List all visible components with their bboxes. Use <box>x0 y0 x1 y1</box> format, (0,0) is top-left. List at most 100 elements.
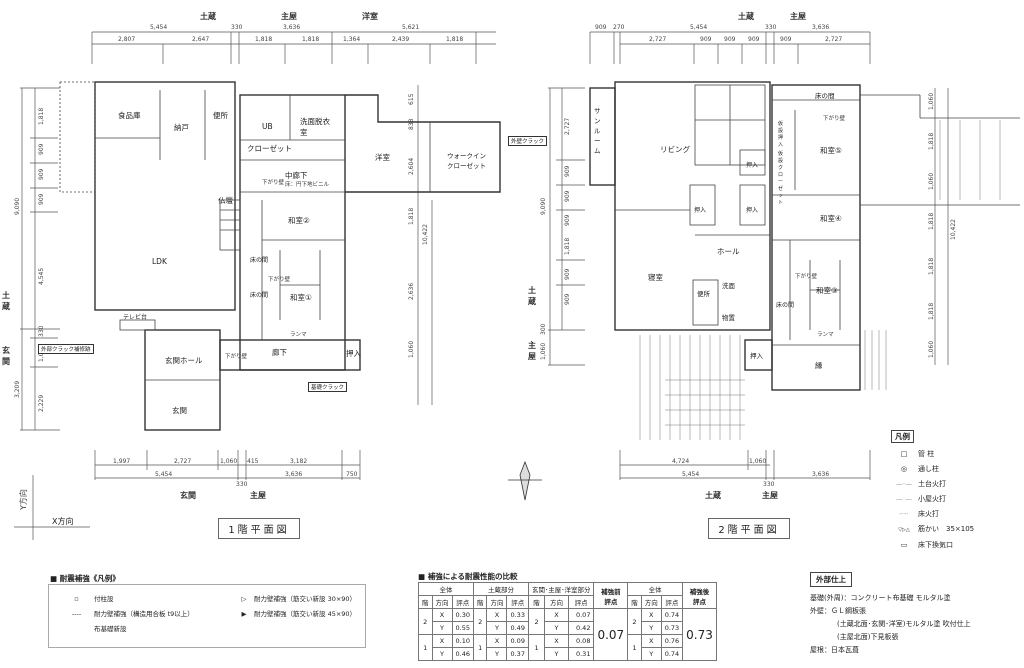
floor-cell: 2 <box>627 608 642 635</box>
legend-item: ▽▷△筋かい 35×105 <box>890 522 974 538</box>
room-unit-bath: UB <box>262 122 273 131</box>
room-altar: 仏壇 <box>218 196 233 205</box>
direction-cell: Y <box>640 621 662 635</box>
sub-header: 方向 <box>486 595 508 609</box>
direction-cell: Y <box>486 621 508 635</box>
dimension: 909 <box>38 168 45 180</box>
dimension: 2,439 <box>392 36 410 43</box>
dimension: 909 <box>564 165 571 177</box>
room-washitsu-4: 和室④ <box>820 214 842 223</box>
legend-label: 布基礎新設 <box>94 625 127 633</box>
dimension: 1,818 <box>302 36 320 43</box>
room-temporary-closet: 仮設クローゼット <box>778 151 784 206</box>
tv-stand: テレビ台 <box>123 314 148 321</box>
sill-brace-icon: —·— <box>895 480 913 488</box>
dimension: 330 <box>38 325 45 337</box>
score-cell: 0.55 <box>451 621 474 635</box>
room-corridor: 中廊下 <box>285 171 308 180</box>
room-hall: ホール <box>717 247 740 256</box>
room-tokonoma: 床の間 <box>250 292 269 299</box>
direction-cell: X <box>431 608 453 622</box>
exterior-title: 外部仕上 <box>810 572 852 587</box>
floor-cell: 2 <box>418 608 433 635</box>
post-icon: □ <box>900 450 908 458</box>
room-oshiire: 押入 <box>746 207 759 214</box>
dimension: 5,454 <box>155 471 173 478</box>
dimension: 909 <box>564 293 571 305</box>
direction-cell: Y <box>640 647 662 661</box>
dimension: 909 <box>564 214 571 226</box>
note: 下がり壁 <box>795 274 818 280</box>
dimension: 5,621 <box>402 24 420 31</box>
room-entrance-hall: 玄関ホール <box>165 356 203 365</box>
dimension: 909 <box>564 268 571 280</box>
room-oshiire: 押入 <box>694 207 707 214</box>
dimension: 3,636 <box>283 24 301 31</box>
score-before: 0.07 <box>593 608 629 661</box>
floor-cell: 2 <box>473 608 488 635</box>
dimension: 1,364 <box>343 36 361 43</box>
dimension: 2,727 <box>825 36 843 43</box>
exterior-line: (土蔵北面･玄関･洋室)モルタル塗 吹付仕上 <box>837 620 971 628</box>
dimension: 5,454 <box>150 24 168 31</box>
legend-item: 布基礎新設 <box>59 622 194 637</box>
legend-label: 小屋火打 <box>918 495 946 503</box>
roof-brace-icon: — — <box>895 495 913 503</box>
dimension: 10,422 <box>950 219 957 240</box>
new-post-icon: ▫ <box>74 595 79 603</box>
seismic-comparison-table: 全体 土蔵部分 玄関･主屋･洋室部分 補強前 評点 全体 補強後 評点 階方向評… <box>418 582 717 661</box>
score-cell: 0.30 <box>451 608 474 622</box>
room-toilet: 便所 <box>697 290 710 298</box>
dimension: 1,060 <box>408 340 415 358</box>
legend-label: 筋かい 35×105 <box>918 525 975 533</box>
dimension: 1,060 <box>928 92 935 110</box>
room-pantry: 食品庫 <box>118 111 141 120</box>
dimension: 2,229 <box>38 394 45 412</box>
direction-cell: X <box>544 634 569 648</box>
room-sunroom: サンルーム <box>594 107 601 155</box>
legend-label: 通し柱 <box>918 465 939 473</box>
dimension: 3,636 <box>812 471 830 478</box>
vent-icon: ▭ <box>900 541 908 549</box>
exterior-line: 外壁：ＧＬ鋼板張 <box>810 607 866 615</box>
direction-cell: Y <box>431 621 453 635</box>
room-bedroom: 寝室 <box>648 273 663 282</box>
direction-cell: X <box>486 634 508 648</box>
dimension: 5,454 <box>690 24 708 31</box>
direction-label-western: 洋室 <box>362 12 378 21</box>
floor-cell: 1 <box>473 634 488 661</box>
room-oshiire: 押入 <box>346 349 361 358</box>
dimension: 909 <box>595 24 607 31</box>
direction-label-dozo: 土蔵 <box>528 286 536 306</box>
dimension: 9,090 <box>14 197 21 215</box>
legend-item: ▶耐力壁補強（筋交い新設 45×90） <box>234 607 357 622</box>
axis-label-y: Y方向 <box>19 489 28 510</box>
score-cell: 0.31 <box>567 647 595 661</box>
dimension: 909 <box>38 193 45 205</box>
dimension: 1,060 <box>928 340 935 358</box>
dimension: 330 <box>236 481 248 488</box>
legend-label: 付柱設 <box>94 595 114 603</box>
dimension: 909 <box>724 36 736 43</box>
direction-cell: X <box>640 634 662 648</box>
sub-header: 階 <box>473 595 488 609</box>
direction-label-dozo: 土蔵 <box>738 12 754 21</box>
room-washitsu-1: 和室① <box>290 293 312 302</box>
legend-item: ◎ 通し柱 <box>890 462 974 477</box>
reinforcement-legend-title: ■ 耐震補強《凡例》 <box>50 574 120 583</box>
dimension: 838 <box>408 118 415 130</box>
legend-item: ▷耐力壁補強（筋交い新設 30×90） <box>234 592 357 607</box>
room-tokonoma: 床の間 <box>250 257 269 264</box>
through-post-icon: ◎ <box>900 465 908 473</box>
room-walk-in-closet: ウォークイン クローゼット <box>447 152 486 170</box>
direction-label-omoya: 主屋 <box>250 491 266 500</box>
direction-label-omoya: 主屋 <box>762 491 778 500</box>
room-engawa: 縁 <box>815 361 823 370</box>
legend-item: □管 柱 <box>890 447 974 462</box>
group-header: 玄関･主屋･洋室部分 <box>527 582 595 596</box>
crack-tag: 外壁クラック <box>508 136 548 146</box>
sub-header: 階 <box>418 595 433 609</box>
dimension: 2,727 <box>564 117 571 135</box>
dimension: 270 <box>613 24 625 31</box>
